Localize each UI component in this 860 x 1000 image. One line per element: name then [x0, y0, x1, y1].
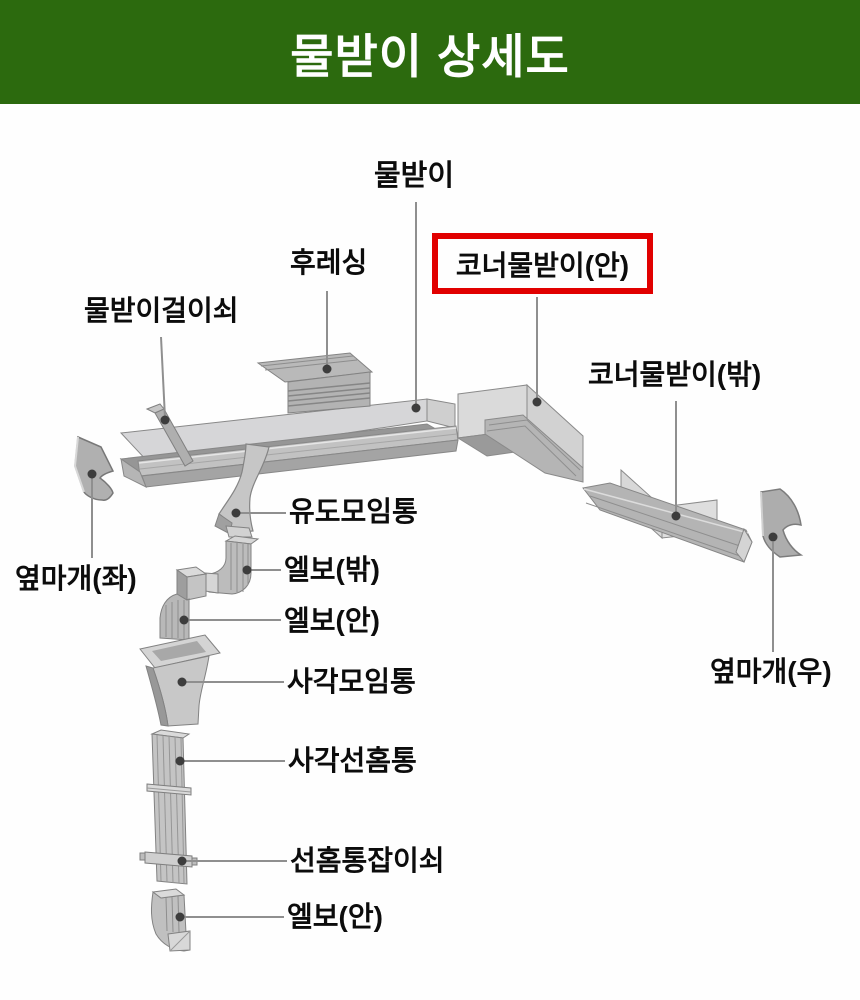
- elbow-inner-part: [159, 566, 208, 641]
- label-elbow-inner-bottom: 엘보(안): [287, 901, 383, 932]
- page-title: 물받이 상세도: [290, 29, 570, 83]
- label-end-cap-right: 옆마개(우): [710, 656, 832, 687]
- flashing-part: [256, 352, 374, 414]
- leader-dots: [87, 364, 778, 922]
- label-elbow-outer: 엘보(밖): [284, 554, 380, 585]
- end-cap-right-part: [760, 488, 804, 558]
- pipe-bracket-part: [139, 851, 198, 868]
- label-hanger: 물받이걸이쇠: [84, 295, 239, 326]
- corner-outer-part: [582, 468, 753, 563]
- label-funnel: 유도모임통: [289, 496, 418, 527]
- elbow-outer-part: [204, 535, 260, 595]
- leader-lines: [91, 202, 774, 918]
- label-elbow-inner: 엘보(안): [284, 605, 380, 636]
- end-cap-left-part: [73, 435, 115, 501]
- elbow-inner-bottom-part: [150, 888, 191, 952]
- label-corner-inner: 코너물받이(안): [455, 249, 630, 281]
- gutter-part: [119, 398, 459, 489]
- label-flashing: 후레싱: [290, 247, 368, 278]
- label-corner-outer: 코너물받이(밖): [588, 359, 762, 390]
- label-downspout: 사각선홈통: [288, 745, 417, 776]
- highlighted-label-corner-inner: 코너물받이(안): [432, 233, 653, 294]
- label-pipe-bracket: 선홈통잡이쇠: [290, 845, 445, 876]
- hopper-part: [139, 634, 221, 727]
- funnel-part: [214, 443, 270, 538]
- header-bar: 물받이 상세도: [0, 0, 860, 104]
- label-end-cap-left: 옆마개(좌): [15, 563, 137, 594]
- label-hopper: 사각모임통: [287, 666, 416, 697]
- label-gutter: 물받이: [374, 160, 455, 192]
- corner-inner-part: [456, 383, 584, 483]
